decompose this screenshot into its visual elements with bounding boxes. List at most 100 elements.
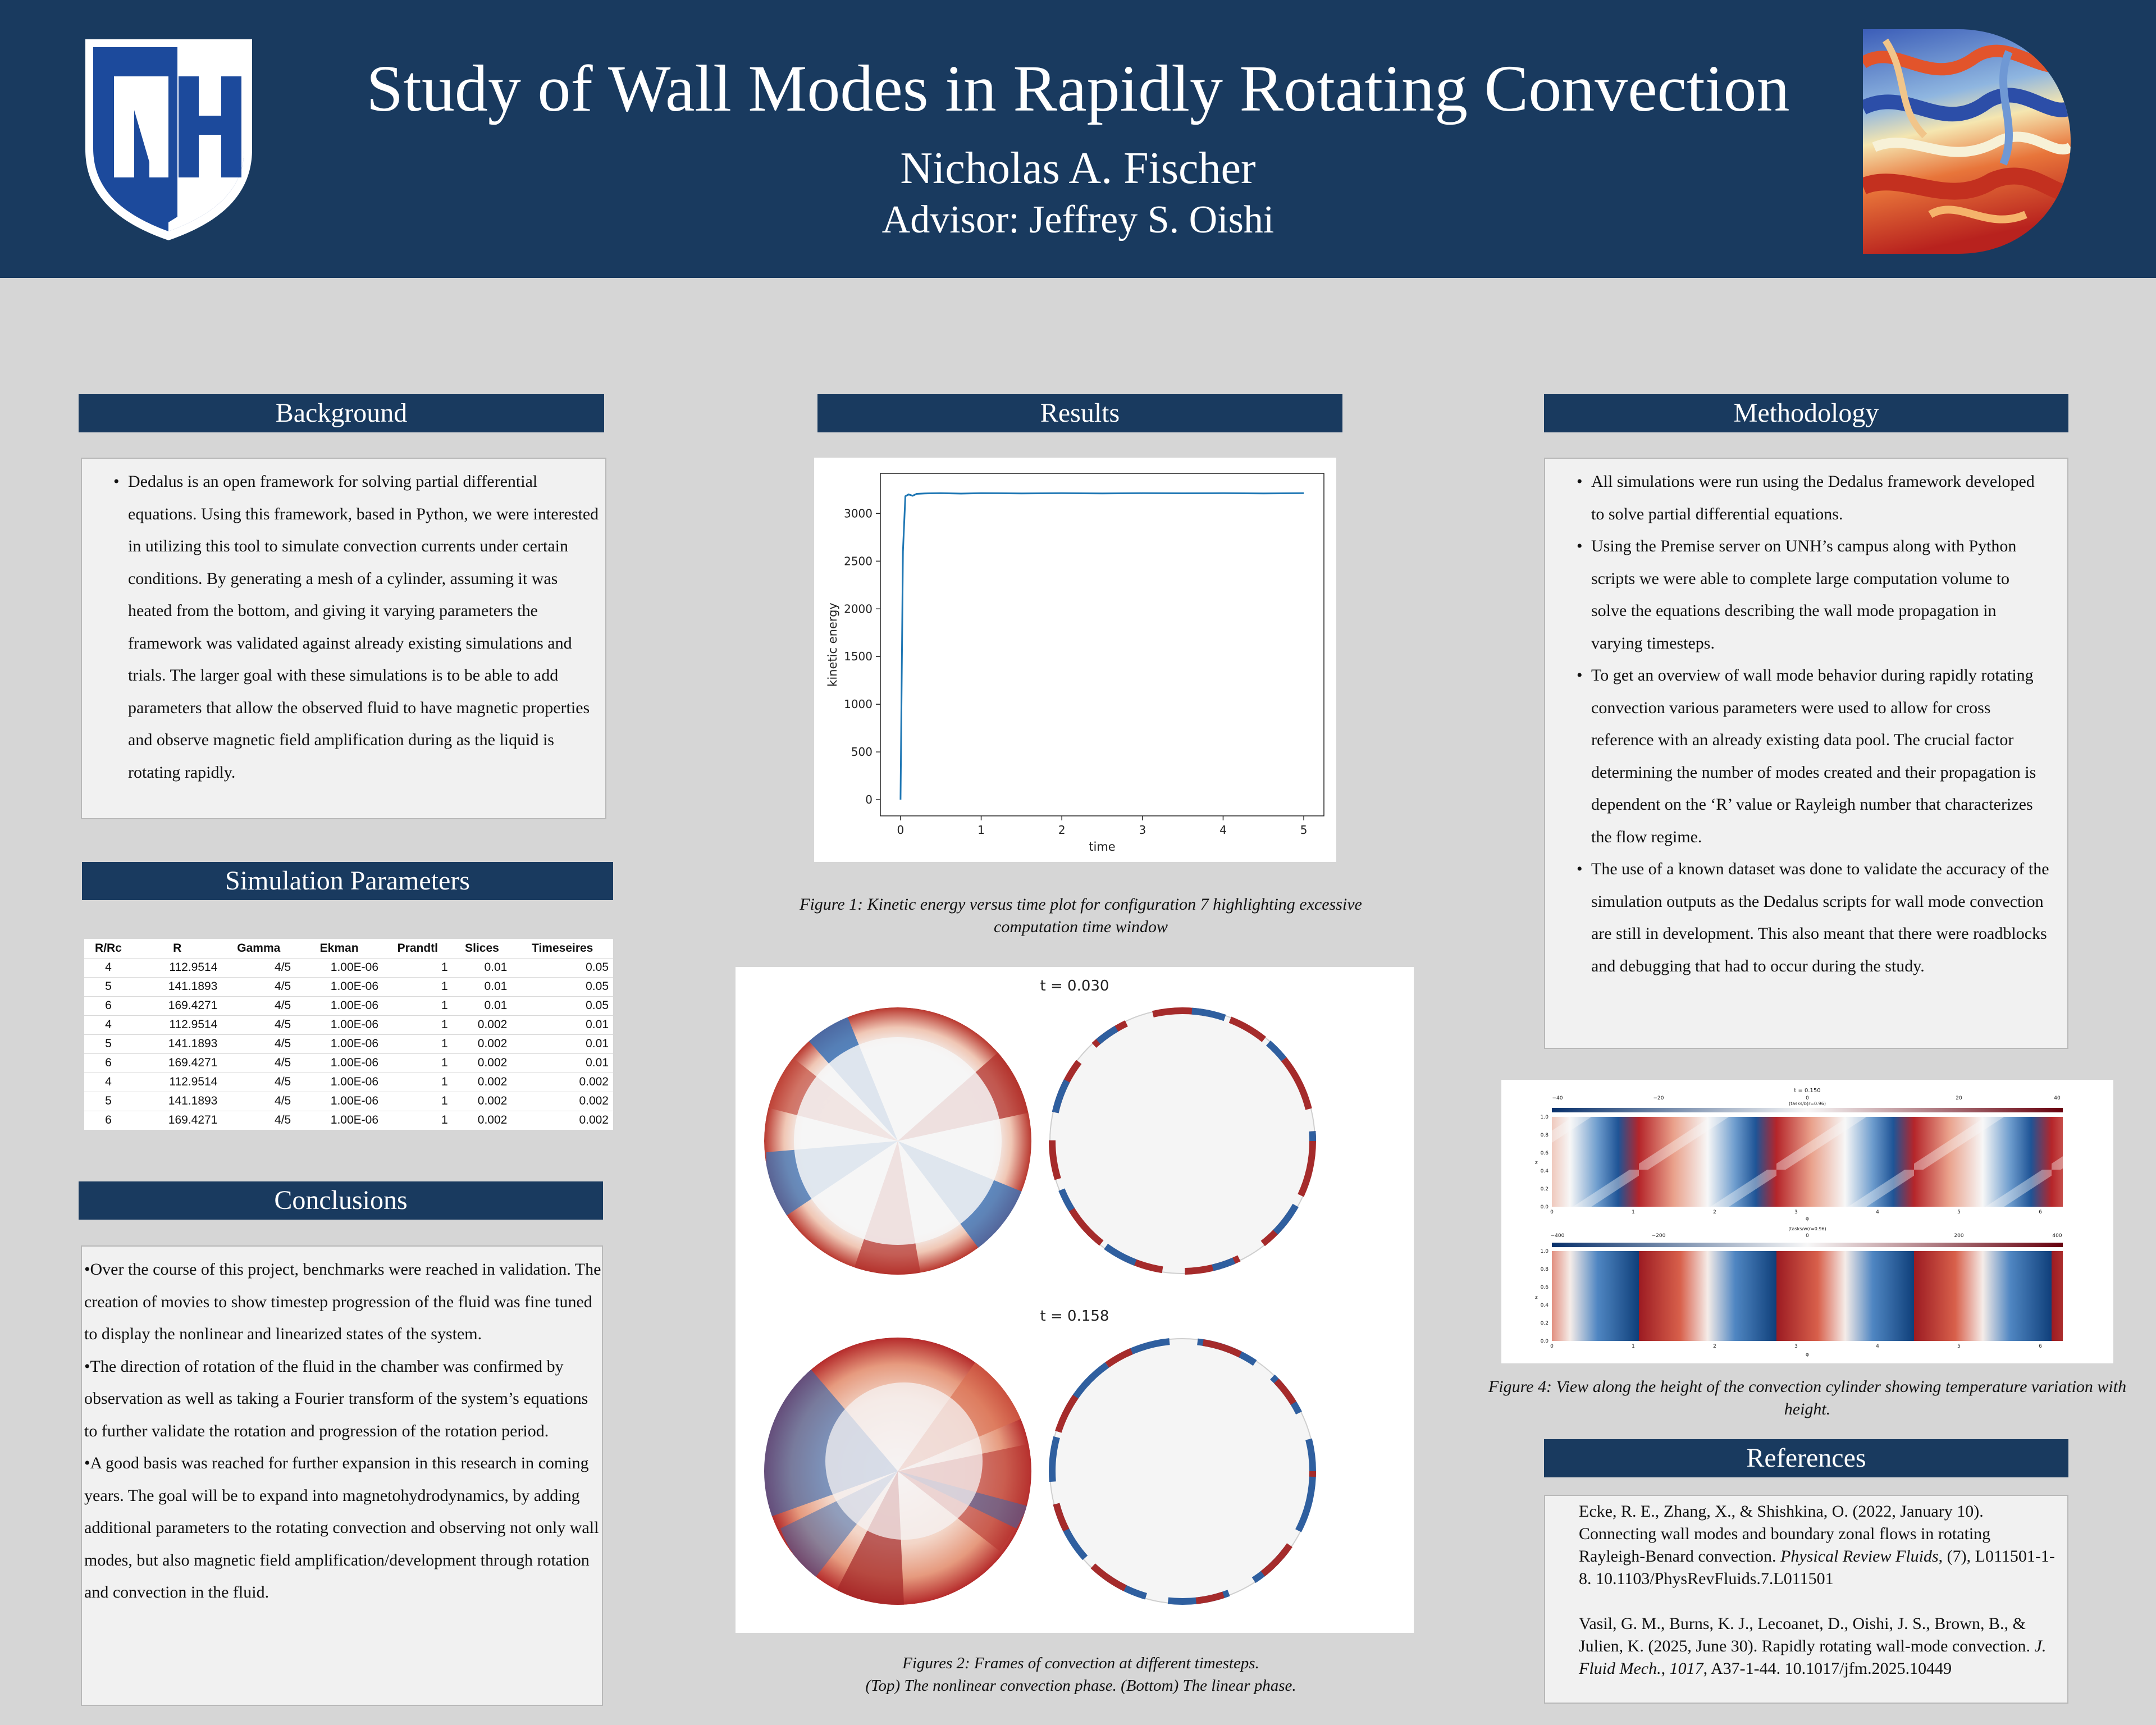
results-heading: Results — [817, 394, 1342, 432]
phi-tick: 0 — [1550, 1210, 1554, 1215]
table-cell: 1 — [383, 1110, 453, 1130]
table-cell: 1.00E-06 — [295, 996, 383, 1015]
table-cell: 0.05 — [511, 957, 613, 977]
table-cell: 0.05 — [511, 976, 613, 996]
ref2-authors: Vasil, G. M., Burns, K. J., Lecoanet, D.… — [1579, 1614, 2035, 1655]
table-cell: 4 — [84, 1015, 133, 1034]
ref2-details: , A37-1-44. 10.1017/jfm.2025.10449 — [1703, 1659, 1952, 1678]
table-cell: 0.002 — [452, 1015, 512, 1034]
phi-tick: 1 — [1632, 1344, 1635, 1349]
table-cell: 4/5 — [222, 1091, 296, 1111]
methodology-box: All simulations were run using the Dedal… — [1544, 458, 2068, 1049]
table-cell: 1.00E-06 — [295, 1053, 383, 1073]
y-tick-label: 2000 — [844, 602, 873, 615]
dedalus-logo — [1863, 29, 2071, 254]
top-colorbar-label: (tasks/b(r=0.96) — [1789, 1101, 1826, 1106]
references-heading: References — [1544, 1439, 2068, 1477]
ref2-journal: J. Fluid Mech. — [1579, 1637, 2047, 1678]
wall-mode-figure: t = 0.150 (tasks/b(r=0.96) −40 −20 0 20 … — [1501, 1080, 2113, 1363]
phi-tick: 5 — [1957, 1344, 1961, 1349]
table-cell: 0.05 — [511, 996, 613, 1015]
phi-tick: 0 — [1550, 1344, 1554, 1349]
phi-tick: 6 — [2039, 1344, 2042, 1349]
z-tick: 0.6 — [1541, 1151, 1549, 1156]
col-timeseries: Timeseires — [532, 941, 593, 955]
simulation-parameters-heading: Simulation Parameters — [82, 862, 613, 900]
y-axis-label: kinetic energy — [826, 603, 839, 687]
table-cell: 0.01 — [511, 1015, 613, 1034]
parameters-table: R/Rc R Gamma Ekman Prandtl Slices Timese… — [84, 939, 613, 1130]
frame-time-bottom: t = 0.158 — [1040, 1308, 1109, 1325]
phi-tick: 4 — [1876, 1344, 1879, 1349]
table-cell: 6 — [84, 1053, 133, 1073]
z-tick: 0.0 — [1541, 1339, 1549, 1344]
table-cell: 169.4271 — [132, 996, 222, 1015]
col-r-rc: R/Rc — [95, 941, 122, 955]
convection-frames-figure: t = 0.030 t = 0.158 — [736, 967, 1414, 1633]
bottom-colorbar-tick: 0 — [1806, 1233, 1809, 1239]
table-cell: 141.1893 — [132, 1034, 222, 1053]
table-cell: 1 — [383, 957, 453, 977]
z-tick: 0.2 — [1541, 1186, 1549, 1192]
phi-tick: 6 — [2039, 1210, 2042, 1215]
table-cell: 0.002 — [452, 1110, 512, 1130]
poster-advisor: Advisor: Jeffrey S. Oishi — [881, 198, 1275, 241]
methodology-list: All simulations were run using the Dedal… — [1545, 466, 2067, 982]
z-tick: 1.0 — [1541, 1115, 1549, 1120]
x-tick-label: 1 — [977, 823, 985, 837]
table-header-row: R/Rc R Gamma Ekman Prandtl Slices Timese… — [84, 939, 613, 958]
table-cell: 0.002 — [452, 1072, 512, 1092]
wall-time-label: t = 0.150 — [1794, 1088, 1820, 1094]
table-cell: 1 — [383, 976, 453, 996]
table-cell: 4/5 — [222, 1015, 296, 1034]
table-cell: 4/5 — [222, 1072, 296, 1092]
nonlinear-disk-bottom — [764, 1338, 1031, 1605]
poster-title: Study of Wall Modes in Rapidly Rotating … — [366, 52, 1790, 125]
col-slices: Slices — [465, 941, 499, 955]
ref1-journal: Physical Review Fluids — [1780, 1547, 1939, 1566]
x-tick-label: 2 — [1058, 823, 1066, 837]
table-cell: 4 — [84, 1072, 133, 1092]
table-cell: 4/5 — [222, 1034, 296, 1053]
z-tick: 1.0 — [1541, 1249, 1549, 1254]
table-cell: 0.01 — [511, 1053, 613, 1073]
frame-time-top: t = 0.030 — [1040, 978, 1109, 994]
table-cell: 0.01 — [452, 996, 512, 1015]
methodology-item: Using the Premise server on UNH’s campus… — [1545, 530, 2067, 659]
background-item: Dedalus is an open framework for solving… — [82, 466, 605, 788]
table-cell: 0.002 — [511, 1072, 613, 1092]
table-cell: 1.00E-06 — [295, 976, 383, 996]
y-tick-label: 1500 — [844, 650, 873, 663]
table-cell: 4/5 — [222, 1053, 296, 1073]
methodology-item: To get an overview of wall mode behavior… — [1545, 659, 2067, 853]
z-tick: 0.2 — [1541, 1321, 1549, 1326]
conclusion-item: •A good basis was reached for further ex… — [84, 1454, 599, 1601]
x-axis-label: time — [1089, 840, 1115, 854]
background-box: Dedalus is an open framework for solving… — [81, 458, 606, 819]
phi-axis-label-top: φ — [1806, 1216, 1809, 1222]
table-cell: 1 — [383, 1015, 453, 1034]
linear-disk-top — [1049, 1007, 1316, 1275]
background-list: Dedalus is an open framework for solving… — [82, 466, 605, 788]
ref1-authors: Ecke, R. E., Zhang, X., & Shishkina, O. … — [1579, 1502, 1991, 1566]
phi-tick: 3 — [1794, 1344, 1798, 1349]
bottom-colorbar-tick: −200 — [1652, 1233, 1666, 1239]
bottom-colorbar-tick: −400 — [1551, 1233, 1565, 1239]
table-cell: 0.01 — [511, 1034, 613, 1053]
table-cell: 141.1893 — [132, 1091, 222, 1111]
bottom-colorbar — [1552, 1243, 2063, 1247]
top-colorbar — [1552, 1108, 2063, 1112]
conclusions-box: •Over the course of this project, benchm… — [81, 1245, 603, 1706]
table-cell: 1 — [383, 1053, 453, 1073]
ref2-volume: 1017 — [1669, 1659, 1703, 1678]
table-cell: 169.4271 — [132, 1110, 222, 1130]
col-gamma: Gamma — [237, 941, 281, 955]
references-box: Ecke, R. E., Zhang, X., & Shishkina, O. … — [1544, 1495, 2068, 1704]
phi-tick: 3 — [1794, 1210, 1798, 1215]
z-tick: 0.4 — [1541, 1303, 1549, 1308]
